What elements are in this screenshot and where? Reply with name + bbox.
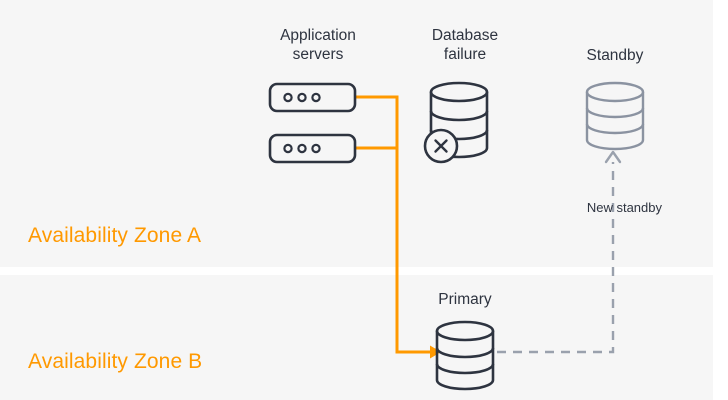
connector-arrowhead-primary — [430, 345, 441, 359]
connector-path-new-standby — [497, 162, 615, 354]
connector-arrowhead-standby — [604, 150, 622, 164]
server-led-icon — [311, 143, 321, 154]
database-icon-standby — [585, 81, 645, 151]
db-top — [429, 81, 489, 103]
availability-zone-b-panel — [0, 275, 713, 400]
db-band-1 — [435, 347, 495, 359]
server-led-icon — [283, 143, 293, 154]
connector-path-server-top — [355, 95, 430, 354]
db-band-1 — [429, 110, 489, 122]
connector-app-servers-to-primary — [355, 95, 441, 359]
server-led-icon — [297, 143, 307, 154]
app-servers-label: Application servers — [280, 27, 356, 63]
database-icon-failed — [423, 81, 489, 164]
database-failure-label: Database failure — [431, 27, 499, 63]
db-bottom — [585, 139, 645, 151]
db-band-1 — [585, 107, 645, 119]
db-bottom — [435, 379, 495, 391]
db-band-2 — [435, 363, 495, 375]
connector-primary-to-standby — [497, 150, 622, 354]
close-x-icon — [434, 139, 448, 153]
availability-zone-a-panel — [0, 0, 713, 267]
db-top — [585, 81, 645, 103]
database-icon-primary — [435, 320, 495, 391]
primary-label: Primary — [438, 291, 492, 308]
availability-zone-b-label: Availability Zone B — [28, 350, 203, 373]
standby-label: Standby — [586, 47, 644, 64]
db-top — [435, 320, 495, 342]
db-band-2 — [585, 123, 645, 135]
server-icon-2 — [268, 133, 357, 164]
server-led-icon — [297, 92, 307, 103]
server-led-icon — [283, 92, 293, 103]
availability-zone-a-label: Availability Zone A — [28, 224, 202, 247]
new-standby-edge-label: New standby — [586, 200, 662, 215]
server-icon-1 — [268, 82, 357, 113]
server-led-icon — [311, 92, 321, 103]
